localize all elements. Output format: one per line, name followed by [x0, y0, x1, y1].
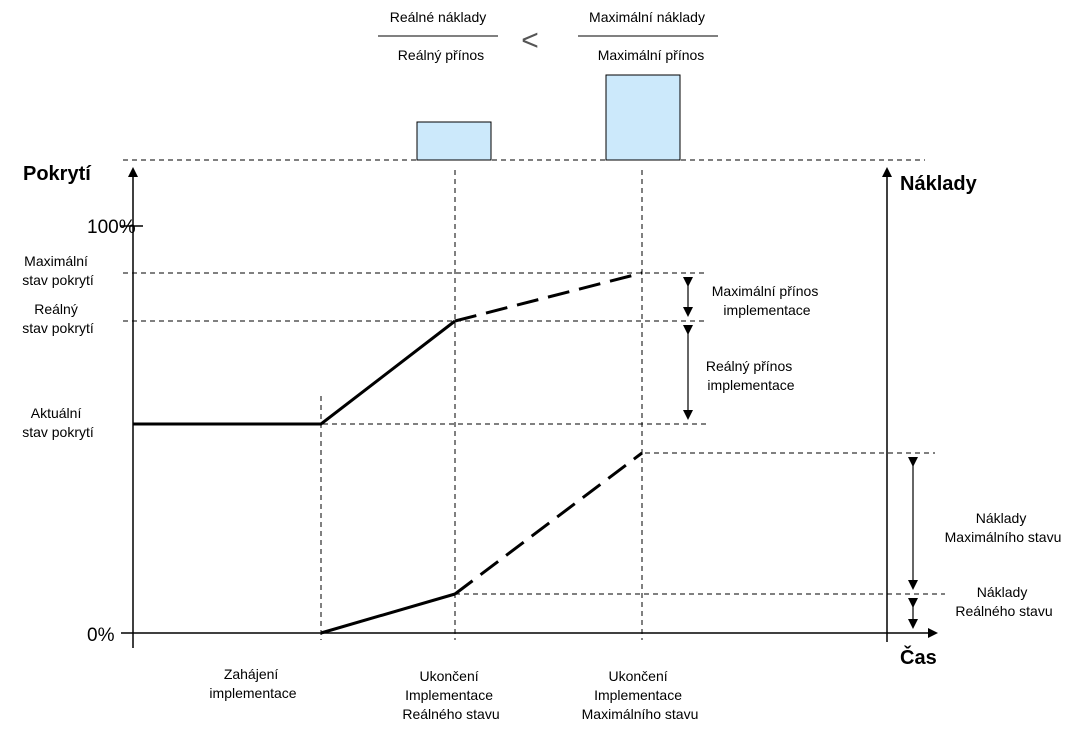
formula-less-than: < [521, 24, 539, 57]
max-state-costs-annotation: Náklady Maximálního stavu [945, 510, 1062, 545]
formula-max-benefit: Maximální přínos [598, 47, 705, 63]
y-left-axis-title: Pokrytí [23, 163, 92, 185]
timeline-end-max-label: Ukončení Implementace Maximálního stavu [582, 668, 699, 722]
current-coverage-label: Aktuální stav pokrytí [22, 405, 94, 440]
formula-real-costs: Reálné náklady [390, 9, 487, 25]
coverage-max-extension [454, 271, 643, 323]
y-right-axis-title: Náklady [900, 173, 978, 195]
max-coverage-label: Maximální stav pokrytí [22, 253, 94, 288]
formula-max-costs: Maximální náklady [589, 9, 705, 25]
real-benefit-bar [416, 121, 492, 161]
max-benefit-annotation: Maximální přínos implementace [712, 283, 822, 318]
x-axis-title: Čas [900, 645, 937, 669]
coverage-real-curve [133, 319, 456, 426]
real-coverage-label: Reálný stav pokrytí [22, 301, 94, 336]
timeline-start-label: Zahájení implementace [209, 666, 296, 701]
tick-100-label: 100% [87, 217, 136, 238]
real-state-costs-annotation: Náklady Reálného stavu [955, 584, 1052, 619]
timeline-end-real-label: Ukončení Implementace Reálného stavu [402, 668, 499, 722]
formula-real-benefit: Reálný přínos [398, 47, 484, 63]
max-benefit-bar [605, 74, 681, 161]
real-benefit-annotation: Reálný přínos implementace [706, 358, 796, 393]
tick-0-label: 0% [87, 625, 115, 646]
costs-max-extension [454, 451, 643, 596]
costs-real-curve [320, 592, 456, 635]
